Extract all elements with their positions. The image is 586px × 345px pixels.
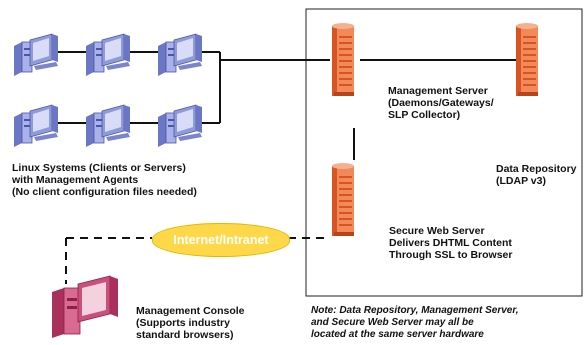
client-computer-icon bbox=[13, 33, 59, 77]
client-computer-icon bbox=[157, 104, 203, 148]
management-server-label: Management Server (Daemons/Gateways/ SLP… bbox=[388, 85, 494, 121]
management-server-icon bbox=[332, 23, 354, 96]
client-computer-icon bbox=[13, 104, 59, 148]
management-console-label: Management Console (Supports industry st… bbox=[136, 305, 245, 341]
data-repository-server-icon bbox=[516, 23, 538, 96]
secure-web-server-label: Secure Web Server Delivers DHTML Content… bbox=[389, 225, 513, 261]
linux-systems-label: Linux Systems (Clients or Servers) with … bbox=[12, 162, 197, 198]
data-repository-label: Data Repository (LDAP v3) bbox=[496, 163, 577, 187]
secure-web-server-icon bbox=[332, 163, 354, 236]
management-console-icon bbox=[51, 275, 119, 339]
client-computer-icon bbox=[157, 33, 203, 77]
server-group-frame bbox=[305, 8, 583, 297]
client-computer-icon bbox=[85, 33, 131, 77]
footnote: Note: Data Repository, Management Server… bbox=[311, 305, 519, 340]
internet-intranet-cloud: Internet/Intranet bbox=[152, 223, 290, 257]
client-computer-icon bbox=[85, 104, 131, 148]
